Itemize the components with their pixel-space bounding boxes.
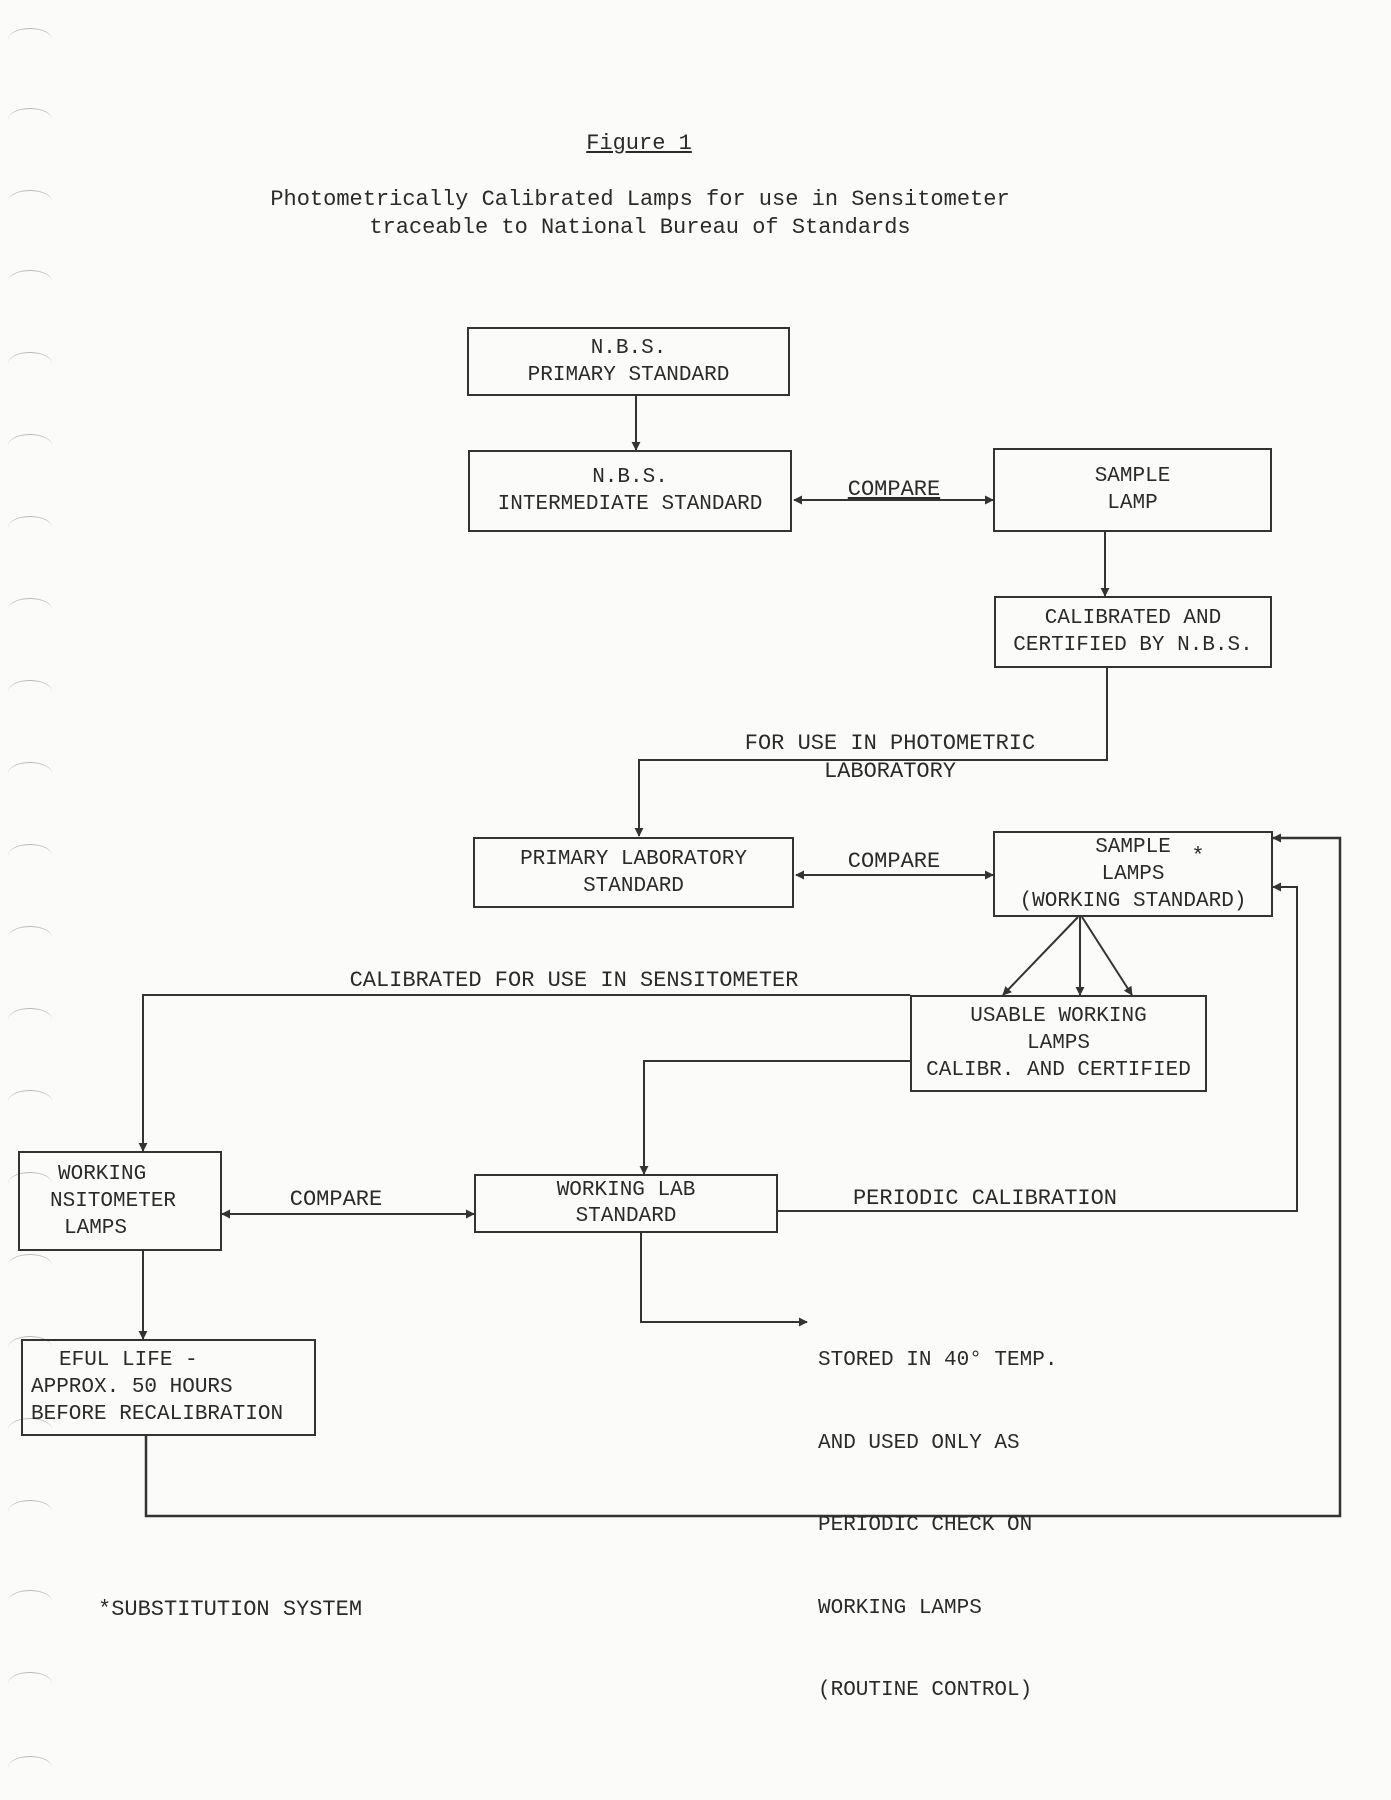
- node-sample-lamp: SAMPLE LAMP: [993, 448, 1272, 532]
- node-line: CALIBRATED AND: [1044, 607, 1222, 630]
- node-working-sensitometer-lamps: WORKING NSITOMETER LAMPS: [18, 1151, 222, 1251]
- node-usable-working-lamps: USABLE WORKING LAMPS CALIBR. AND CERTIFI…: [910, 995, 1207, 1092]
- label-periodic-calibration: PERIODIC CALIBRATION: [852, 1186, 1118, 1211]
- arrow-usable-to-working-sensitometer: [138, 994, 910, 1152]
- node-useful-life: EFUL LIFE - APPROX. 50 HOURS BEFORE RECA…: [21, 1339, 316, 1436]
- arrow-periodic-calibration: [778, 882, 1298, 1212]
- label-for-use-photometric-2: LABORATORY: [823, 759, 957, 784]
- node-line: N.B.S.: [590, 336, 667, 360]
- node-line: WORKING LAB: [556, 1178, 696, 1202]
- stored-note-line: PERIODIC CHECK ON: [818, 1514, 1033, 1537]
- binder-hole: [8, 1590, 52, 1613]
- arrow-worklab-to-stored: [640, 1233, 808, 1327]
- node-line: INTERMEDIATE STANDARD: [497, 493, 763, 516]
- binder-hole: [8, 1336, 52, 1359]
- figure-title-line2: traceable to National Bureau of Standard…: [369, 215, 911, 240]
- stored-note-line: AND USED ONLY AS: [818, 1431, 1020, 1455]
- node-line: LAMPS: [64, 1216, 128, 1240]
- arrow-calibrated-to-primary-lab: [634, 668, 1108, 837]
- binder-hole: [8, 270, 52, 293]
- binder-hole: [8, 1672, 52, 1695]
- arrow-samplelamps-to-usable-right: [1081, 916, 1133, 996]
- stored-note-line: WORKING LAMPS: [818, 1596, 982, 1620]
- node-working-lab-standard: WORKING LAB STANDARD: [474, 1174, 778, 1233]
- binder-hole: [8, 1090, 52, 1113]
- node-line: APPROX. 50 HOURS: [31, 1376, 233, 1399]
- label-compare-1: COMPARE: [847, 477, 941, 502]
- node-line: WORKING: [58, 1162, 147, 1186]
- binder-hole: [8, 844, 52, 867]
- binder-hole: [8, 1756, 52, 1779]
- figure-title-line1: Photometrically Calibrated Lamps for use…: [270, 187, 1010, 212]
- node-nbs-intermediate-standard: N.B.S. INTERMEDIATE STANDARD: [468, 450, 792, 532]
- node-calibrated-certified: CALIBRATED AND CERTIFIED BY N.B.S.: [994, 596, 1272, 668]
- label-for-use-photometric-1: FOR USE IN PHOTOMETRIC: [744, 731, 1036, 756]
- binder-hole: [8, 598, 52, 621]
- node-line: N.B.S.: [592, 466, 668, 489]
- stored-note: STORED IN 40° TEMP. AND USED ONLY AS PER…: [818, 1292, 1057, 1732]
- footnote: *SUBSTITUTION SYSTEM: [98, 1597, 363, 1622]
- binder-hole: [8, 28, 52, 51]
- node-line: LAMPS: [1026, 1032, 1090, 1055]
- node-line: NSITOMETER: [50, 1189, 177, 1213]
- node-line: CALIBR. AND CERTIFIED: [926, 1059, 1191, 1082]
- stored-note-line: STORED IN 40° TEMP.: [818, 1349, 1058, 1372]
- node-line: PRIMARY LABORATORY: [520, 847, 747, 871]
- binder-hole: [8, 1254, 52, 1277]
- node-line: CERTIFIED BY N.B.S.: [1013, 634, 1253, 657]
- binder-hole: [8, 762, 52, 785]
- node-line: BEFORE RECALIBRATION: [31, 1403, 284, 1426]
- node-line: LAMP: [1107, 492, 1158, 515]
- binder-hole: [8, 1500, 52, 1523]
- node-line: STANDARD: [583, 874, 684, 898]
- node-nbs-primary-standard: N.B.S. PRIMARY STANDARD: [467, 327, 790, 396]
- substitution-asterisk: *: [1191, 844, 1205, 869]
- binder-hole: [8, 1418, 52, 1441]
- arrow-samplelamps-to-usable-left: [1002, 916, 1079, 996]
- node-line: PRIMARY STANDARD: [527, 363, 730, 387]
- node-primary-laboratory-standard: PRIMARY LABORATORY STANDARD: [473, 837, 794, 908]
- label-calibrated-for-sensitometer: CALIBRATED FOR USE IN SENSITOMETER: [349, 968, 799, 993]
- figure-label: Figure 1: [586, 131, 692, 156]
- binder-hole: [8, 680, 52, 703]
- arrow-recalibration-loop: [144, 833, 1342, 1518]
- arrow-usable-to-working-lab: [639, 1060, 910, 1175]
- binder-hole: [8, 1008, 52, 1031]
- node-sample-lamps-working-standard: SAMPLE LAMPS (WORKING STANDARD): [993, 831, 1273, 917]
- node-line: USABLE WORKING: [970, 1005, 1147, 1028]
- binder-hole: [8, 1172, 52, 1195]
- label-compare-2: COMPARE: [847, 849, 941, 874]
- binder-hole: [8, 516, 52, 539]
- stored-note-line: (ROUTINE CONTROL): [818, 1679, 1033, 1702]
- node-line: (WORKING STANDARD): [1019, 889, 1247, 913]
- node-line: LAMPS: [1101, 862, 1165, 886]
- node-line: SAMPLE: [1094, 465, 1171, 488]
- binder-hole: [8, 108, 52, 131]
- binder-hole: [8, 190, 52, 213]
- node-line: EFUL LIFE -: [59, 1349, 198, 1372]
- binder-hole: [8, 352, 52, 375]
- node-line: SAMPLE: [1095, 835, 1171, 859]
- binder-hole: [8, 926, 52, 949]
- binder-hole: [8, 434, 52, 457]
- node-line: STANDARD: [575, 1204, 677, 1228]
- label-compare-3: COMPARE: [289, 1187, 383, 1212]
